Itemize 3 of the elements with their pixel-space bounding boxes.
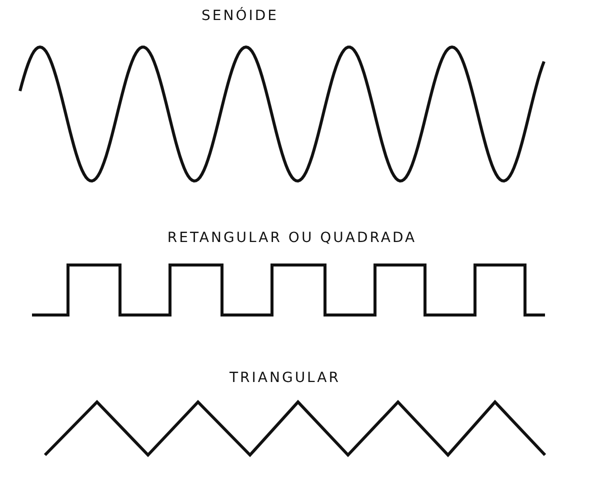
- waveform-title: TRIANGULAR: [230, 370, 340, 386]
- waveform-title: SENÓIDE: [202, 8, 278, 24]
- waveform-title: RETANGULAR OU QUADRADA: [167, 230, 417, 246]
